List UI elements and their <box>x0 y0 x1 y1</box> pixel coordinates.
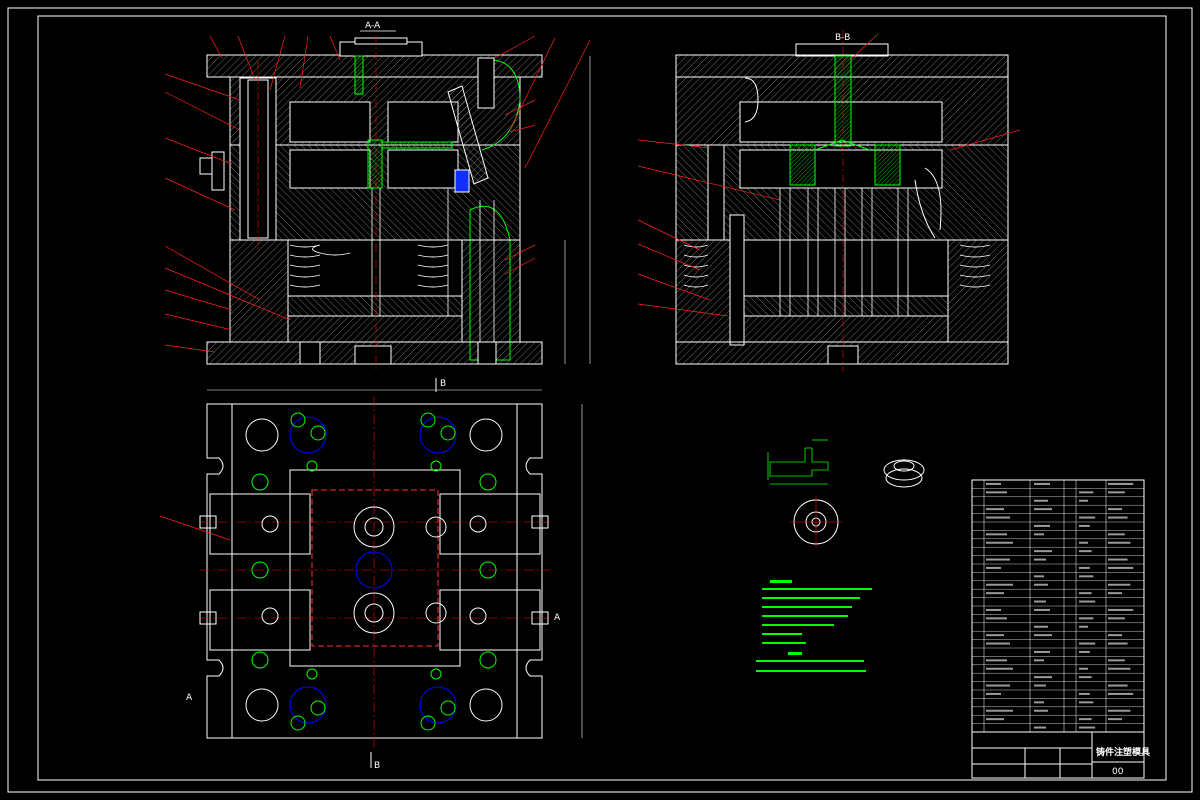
cut-a-left-label: A <box>186 693 193 703</box>
parts-list <box>971 479 1145 779</box>
title-block: 铸件注塑模具 00 <box>972 731 1150 778</box>
plan-view: B B A A <box>159 378 583 771</box>
cut-b-bottom-label: B <box>374 761 380 771</box>
section-a-a-title: A-A <box>365 21 381 31</box>
cut-a-right-label: A <box>554 613 561 623</box>
outer-border <box>7 7 1193 793</box>
technical-notes <box>756 580 872 672</box>
part-detail <box>767 439 925 548</box>
inner-border <box>37 15 1167 781</box>
cut-b-top-label: B <box>440 379 446 389</box>
drawing-name: 铸件注塑模具 <box>1096 746 1150 758</box>
drawing-number: 00 <box>1112 767 1124 777</box>
section-b-b-view: B-B <box>637 30 1021 372</box>
section-a-a-view: A-A <box>164 21 591 372</box>
section-b-b-title: B-B <box>835 33 850 43</box>
